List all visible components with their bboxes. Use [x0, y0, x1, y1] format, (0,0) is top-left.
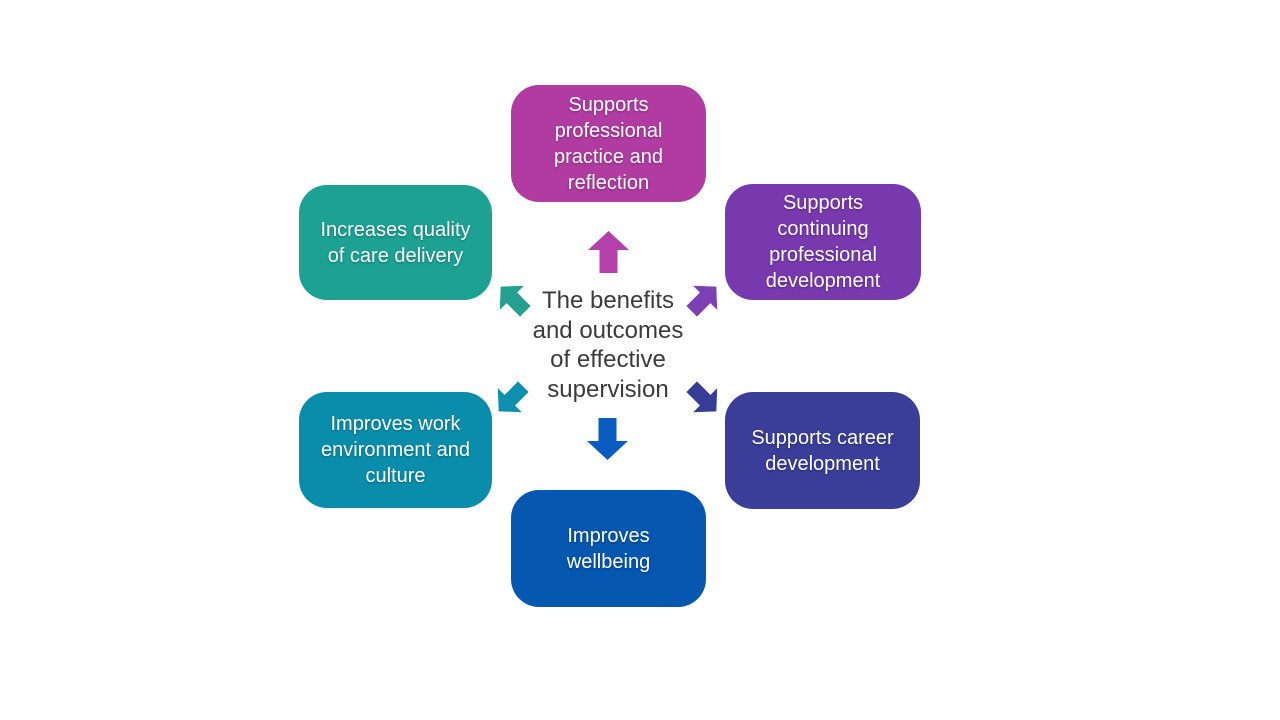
arrow-up-icon	[588, 231, 629, 273]
box-label: Improves wellbeing	[566, 524, 651, 573]
box-improves-work-environment-and-culture: Improves work environment and culture	[299, 392, 492, 508]
box-supports-professional-practice: Supports professional practice and refle…	[511, 85, 706, 202]
center-title: The benefits and outcomes of effective s…	[532, 287, 684, 403]
arrow-up-right-icon	[679, 274, 728, 323]
arrow-up-left-icon	[488, 274, 537, 323]
arrow-down-right-icon	[679, 374, 728, 423]
arrow-down-left-icon	[486, 374, 535, 423]
box-label: Supports continuing professional develop…	[765, 192, 881, 292]
box-label: Improves work environment and culture	[321, 413, 470, 487]
box-label: Increases quality of care delivery	[320, 218, 471, 267]
box-label: Supports career development	[751, 426, 894, 475]
box-improves-wellbeing: Improves wellbeing	[511, 490, 706, 607]
box-supports-continuing-professional-development: Supports continuing professional develop…	[725, 184, 921, 300]
box-supports-career-development: Supports career development	[725, 392, 920, 509]
box-label: Supports professional practice and refle…	[554, 93, 663, 194]
arrow-down-icon	[587, 418, 628, 460]
box-increases-quality-of-care-delivery: Increases quality of care delivery	[299, 185, 492, 300]
